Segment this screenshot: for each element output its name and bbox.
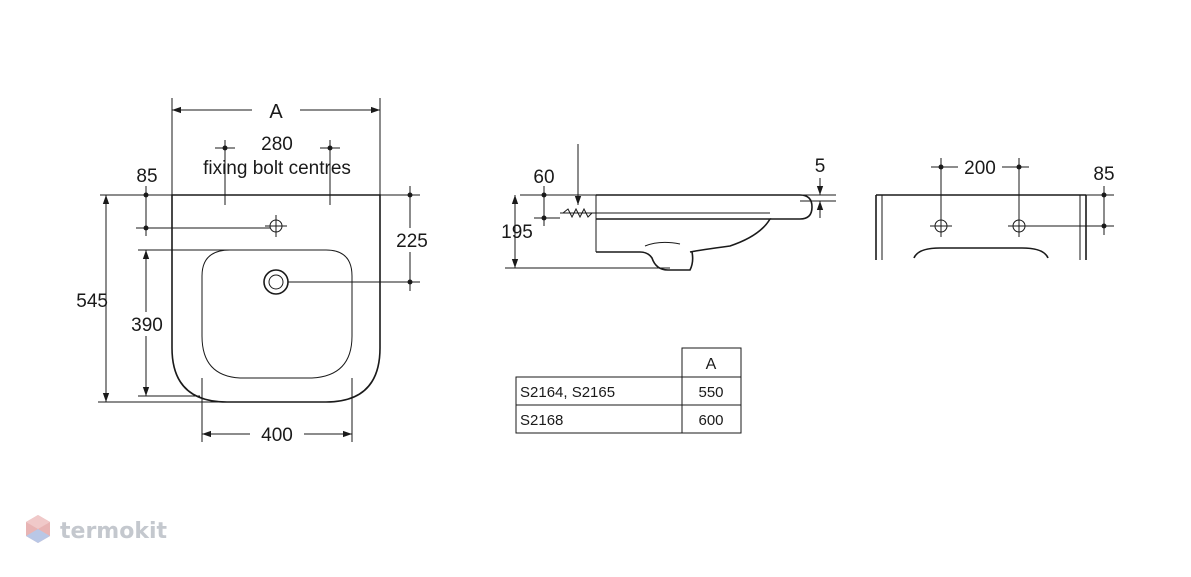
brand-name: termokit	[60, 519, 167, 544]
total-height-label: 545	[76, 291, 108, 312]
bolt-centres-text: fixing bolt centres	[203, 158, 351, 179]
rim-thickness-label: 5	[815, 156, 826, 177]
brand-logo: termokit	[26, 515, 167, 544]
table-row-2-value: 600	[698, 412, 723, 429]
bolt-offset-label: 60	[533, 167, 554, 188]
table-row-1-value: 550	[698, 384, 723, 401]
bowl-width-label: 400	[261, 425, 293, 446]
rear-bolt-height-label: 85	[1093, 164, 1114, 185]
bowl-height-label: 390	[131, 315, 163, 336]
size-table: A S2164, S2165 550 S2168 600	[515, 347, 742, 434]
bolt-spacing-label: 200	[964, 158, 996, 179]
edge-to-bolt-label: 85	[136, 166, 157, 187]
table-row-1-model: S2164, S2165	[520, 384, 615, 401]
width-label: A	[269, 101, 283, 123]
side-height-label: 195	[501, 222, 533, 243]
rear-view: 200 85	[875, 158, 1115, 260]
front-view: A 280 fixing bolt centres 85 545 390	[76, 98, 434, 446]
bolt-to-waste-label: 225	[396, 231, 428, 252]
table-header: A	[706, 356, 717, 373]
bolt-centres-value: 280	[261, 134, 293, 155]
side-view: 60 195 5	[501, 144, 836, 271]
table-row-2-model: S2168	[520, 412, 563, 429]
